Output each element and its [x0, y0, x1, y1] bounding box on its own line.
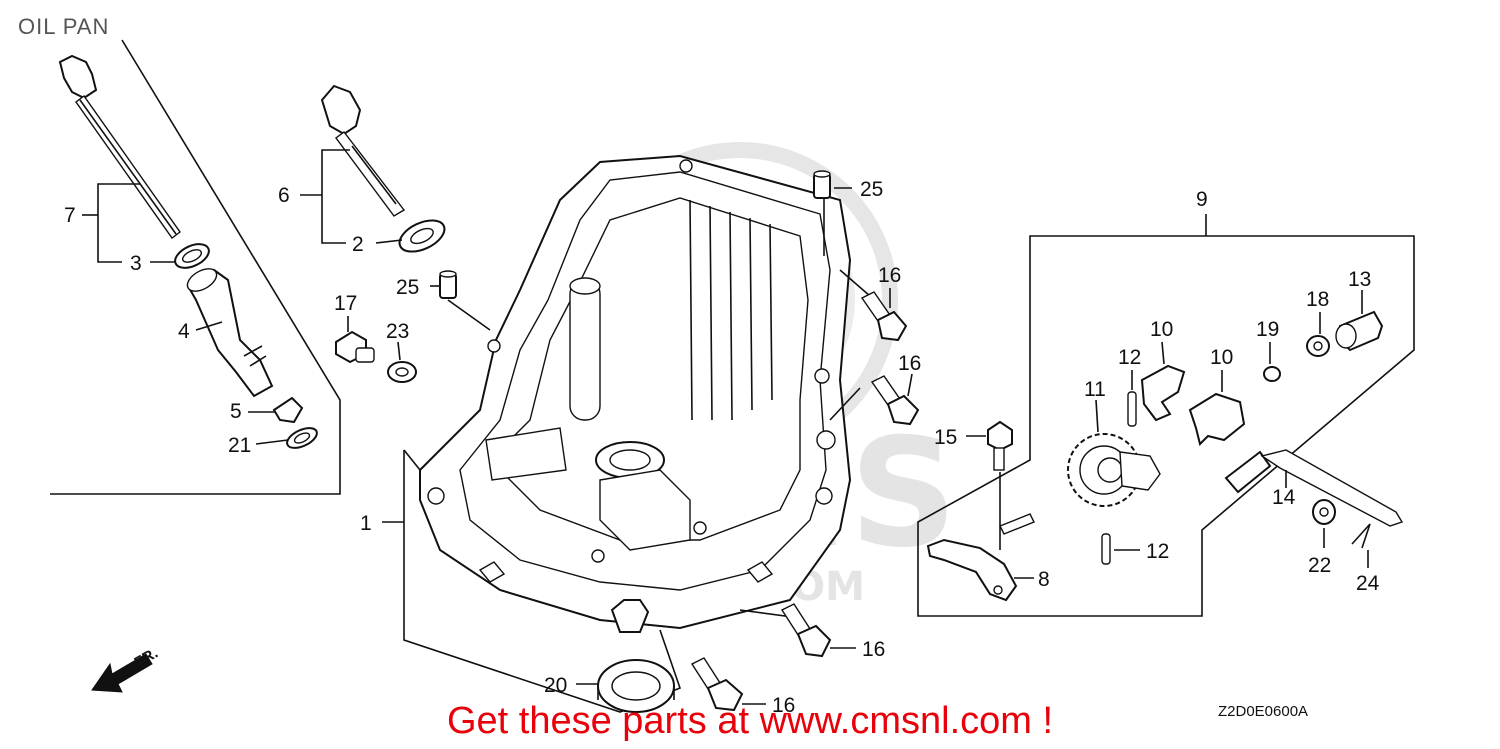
callout-24: 24: [1356, 572, 1380, 595]
callout-13: 13: [1348, 268, 1371, 291]
diagram-code: Z2D0E0600A: [1218, 703, 1308, 720]
callout-7: 7: [64, 204, 76, 227]
pin-part-12a[interactable]: [1127, 391, 1137, 427]
callout-19: 19: [1256, 318, 1279, 341]
callout-11: 11: [1084, 378, 1106, 401]
pin-part-12b[interactable]: [1101, 533, 1111, 565]
washer-part-18[interactable]: [1306, 335, 1330, 357]
governor-weight-part-10a[interactable]: [1140, 364, 1186, 422]
callout-1: 1: [360, 512, 372, 535]
callout-line-23: [397, 341, 401, 361]
governor-arm-shaft-part-14[interactable]: [1224, 449, 1404, 527]
governor-holder-part-13[interactable]: [1335, 310, 1384, 352]
callout-10a: 10: [1150, 318, 1173, 341]
dowel-pin-part-25a[interactable]: [439, 270, 457, 299]
callout-2: 2: [352, 233, 364, 256]
dowel-pin-part-25b[interactable]: [813, 170, 831, 199]
callout-lines-6: [300, 149, 403, 244]
callout-3: 3: [130, 252, 142, 275]
callout-line-25a-target: [447, 299, 491, 331]
callout-20: 20: [544, 674, 567, 697]
o-ring-part-3[interactable]: [171, 239, 212, 272]
callout-lines-left: [82, 183, 289, 445]
governor-plate-part-8[interactable]: [926, 513, 1035, 602]
callout-25b: 25: [860, 178, 883, 201]
callout-22: 22: [1308, 554, 1331, 577]
governor-weight-part-10b[interactable]: [1188, 392, 1246, 446]
clip-part-5[interactable]: [272, 396, 304, 424]
callout-14: 14: [1272, 486, 1296, 509]
callout-5: 5: [230, 400, 242, 423]
dipstick-part-7[interactable]: [58, 54, 181, 239]
callout-line-11: [1095, 399, 1099, 433]
callout-17: 17: [334, 292, 357, 315]
governor-group-outline: [917, 214, 1415, 617]
dipstick-group-outline: [50, 39, 341, 495]
flange-bolt-part-16d[interactable]: [690, 657, 744, 712]
washer-part-2[interactable]: [395, 214, 449, 258]
callout-16a: 16: [878, 264, 901, 287]
callout-8: 8: [1038, 568, 1050, 591]
pin-part-24[interactable]: [1351, 523, 1371, 549]
callout-10b: 10: [1210, 346, 1233, 369]
callout-16c: 16: [862, 638, 885, 661]
promo-link-text[interactable]: Get these parts at www.cmsnl.com !: [446, 700, 1054, 742]
callout-12a: 12: [1118, 346, 1141, 369]
oil-pan-part-1[interactable]: [419, 154, 852, 633]
flange-bolt-part-16c[interactable]: [780, 603, 832, 658]
page-title: OIL PAN: [18, 14, 110, 39]
callout-16b: 16: [898, 352, 921, 375]
flange-bolt-part-16a[interactable]: [860, 291, 908, 342]
callout-9: 9: [1196, 188, 1208, 211]
callout-16d: 16: [772, 694, 795, 717]
bolt-part-15[interactable]: [987, 420, 1013, 471]
callout-12b: 12: [1146, 540, 1169, 563]
washer-part-23[interactable]: [387, 361, 417, 383]
callout-21: 21: [228, 434, 251, 457]
dipstick-part-6[interactable]: [320, 84, 406, 217]
oil-filler-tube-part-4[interactable]: [184, 264, 274, 398]
oil-seal-part-20[interactable]: [597, 659, 675, 713]
governor-gear-part-11[interactable]: [1067, 433, 1161, 507]
callout-lines-1: [382, 196, 871, 713]
callout-23: 23: [386, 320, 409, 343]
clip-part-19[interactable]: [1263, 366, 1281, 382]
front-direction-arrow: FR.: [91, 645, 161, 693]
callout-15: 15: [934, 426, 957, 449]
callout-18: 18: [1306, 288, 1329, 311]
bolt-part-17[interactable]: [335, 330, 375, 364]
callout-line-16b: [907, 373, 913, 397]
washer-part-21[interactable]: [284, 424, 320, 452]
callout-4: 4: [178, 320, 190, 343]
callout-line-10a: [1161, 341, 1165, 365]
callout-25a: 25: [396, 276, 419, 299]
callout-6: 6: [278, 184, 290, 207]
washer-part-22[interactable]: [1312, 499, 1336, 525]
flange-bolt-part-16b[interactable]: [870, 375, 920, 426]
